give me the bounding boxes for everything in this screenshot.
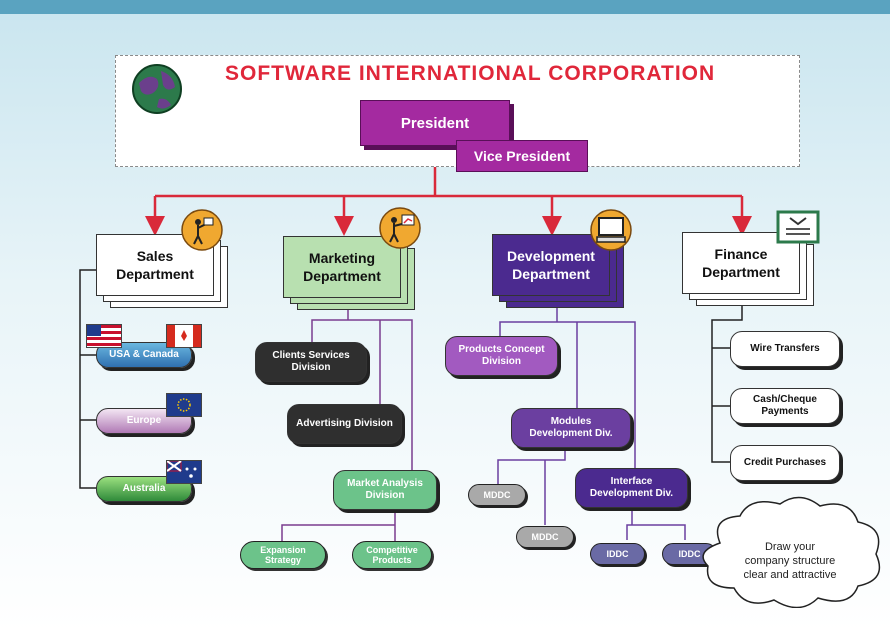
credit-purchases: Credit Purchases xyxy=(730,445,840,481)
connector-development-tree xyxy=(497,305,686,540)
globe-icon xyxy=(132,64,182,114)
marketing-department: Marketing Department xyxy=(283,236,401,298)
development-department: Development Department xyxy=(492,234,610,296)
connector-sales-tree xyxy=(79,269,100,489)
mddc-unit-2: MDDC xyxy=(516,526,574,548)
mddc-unit-1: MDDC xyxy=(468,484,526,506)
competitive-products: Competitive Products xyxy=(352,541,432,569)
vice-president-box: Vice President xyxy=(456,140,588,172)
man-with-chart-icon xyxy=(379,207,421,249)
iddc-unit-1: IDDC xyxy=(590,543,645,565)
man-with-sign-icon xyxy=(181,209,223,251)
connector-finance-tree xyxy=(711,302,743,463)
canada-flag-icon xyxy=(166,324,202,348)
products-concept-division: Products Concept Division xyxy=(445,336,558,376)
wire-transfers: Wire Transfers xyxy=(730,331,840,367)
cash-cheque-payments: Cash/Cheque Payments xyxy=(730,388,840,424)
market-analysis-division: Market Analysis Division xyxy=(333,470,437,510)
clients-services-division: Clients Services Division xyxy=(255,342,367,382)
sales-department: Sales Department xyxy=(96,234,214,296)
expansion-strategy: Expansion Strategy xyxy=(240,541,326,569)
computer-icon xyxy=(590,209,632,251)
advertising-division: Advertising Division xyxy=(287,404,402,444)
usa-flag-icon xyxy=(86,324,122,348)
chart-title: SOFTWARE INTERNATIONAL CORPORATION xyxy=(225,62,716,85)
callout-text: Draw your company structure clear and at… xyxy=(743,541,837,581)
region-australia: Australia xyxy=(96,476,192,502)
modules-development-division: Modules Development Div. xyxy=(511,408,631,448)
interface-development-division: Interface Development Div. xyxy=(575,468,688,508)
top-band xyxy=(0,0,890,14)
certificate-icon xyxy=(776,210,820,244)
connector-marketing-tree xyxy=(281,305,413,545)
cloud-callout-icon xyxy=(702,496,881,608)
australia-flag-icon xyxy=(166,460,202,484)
eu-flag-icon xyxy=(166,393,202,417)
president-box: President xyxy=(360,100,510,146)
